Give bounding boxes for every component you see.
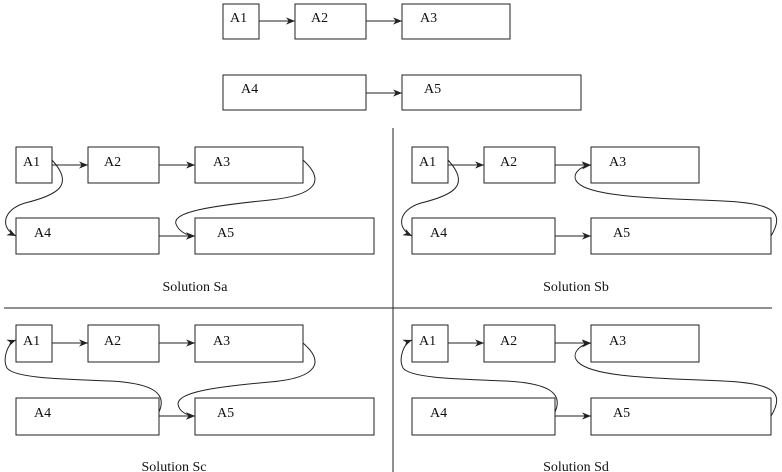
node-a3	[194, 324, 304, 363]
node-a4	[222, 74, 367, 111]
node-a5-label: A5	[613, 406, 630, 421]
caption-solution-sa: Solution Sa	[163, 280, 229, 295]
edge-a4-a1	[4, 339, 162, 413]
panel-solution-sc: A1 A2 A3 A4 A5 Solution Sc	[4, 324, 375, 472]
node-a1-label: A1	[23, 334, 40, 349]
node-a3-label: A3	[420, 11, 437, 26]
node-a3-label: A3	[213, 155, 230, 170]
node-a3-label: A3	[213, 334, 230, 349]
node-a2	[87, 324, 160, 363]
panel-solution-sa: A1 A2 A3 A4 A5 Solution Sa	[5, 146, 375, 295]
node-a5-label: A5	[424, 82, 441, 97]
node-a1-label: A1	[419, 334, 436, 349]
node-a5-label: A5	[613, 226, 630, 241]
node-a5-label: A5	[217, 226, 234, 241]
edge-a1-a4	[401, 159, 460, 237]
edge-a3-a5	[175, 159, 316, 240]
panel-solution-sb: A1 A2 A3 A4 A5 Solution Sb	[401, 146, 778, 295]
node-a4	[411, 217, 556, 255]
node-a4-label: A4	[430, 226, 447, 241]
node-a4-label: A4	[34, 406, 51, 421]
node-a1	[411, 324, 449, 363]
node-a5	[590, 217, 772, 255]
edge-a5-a3	[574, 340, 778, 417]
node-a2-label: A2	[500, 334, 517, 349]
node-a2	[483, 146, 556, 184]
node-a3	[590, 146, 700, 184]
node-a2	[294, 3, 367, 40]
edge-a3-a5	[177, 342, 316, 420]
edge-a5-a3	[574, 162, 778, 237]
edge-a1-a4	[5, 159, 64, 237]
node-a1-label: A1	[419, 155, 436, 170]
node-a2-label: A2	[311, 11, 328, 26]
node-a3	[590, 324, 700, 363]
caption-solution-sd: Solution Sd	[543, 460, 609, 472]
caption-solution-sb: Solution Sb	[543, 280, 609, 295]
node-a3	[194, 146, 304, 184]
node-a5	[194, 397, 375, 436]
node-a1-label: A1	[23, 155, 40, 170]
node-a3-label: A3	[609, 334, 626, 349]
node-a5	[401, 74, 582, 111]
node-a3	[401, 3, 511, 40]
node-a2	[87, 146, 160, 184]
node-a4-label: A4	[241, 82, 258, 97]
node-a1-label: A1	[230, 11, 247, 26]
panel-solution-sd: A1 A2 A3 A4 A5 Solution Sd	[400, 324, 778, 472]
node-a3-label: A3	[609, 155, 626, 170]
node-a4	[15, 217, 160, 255]
node-a5-label: A5	[217, 406, 234, 421]
node-a5	[194, 217, 375, 255]
node-a2-label: A2	[104, 334, 121, 349]
node-a5	[590, 397, 772, 436]
node-a2-label: A2	[104, 155, 121, 170]
top-graph: A1 A2 A3 A4 A5	[222, 3, 582, 111]
node-a4-label: A4	[34, 226, 51, 241]
node-a4	[15, 397, 160, 436]
caption-solution-sc: Solution Sc	[142, 460, 207, 472]
node-a1	[411, 146, 449, 184]
node-a4	[411, 397, 556, 436]
node-a4-label: A4	[430, 406, 447, 421]
node-a1	[222, 3, 260, 40]
node-a2	[483, 324, 556, 363]
edge-a4-a1	[400, 339, 558, 413]
node-a2-label: A2	[500, 155, 517, 170]
